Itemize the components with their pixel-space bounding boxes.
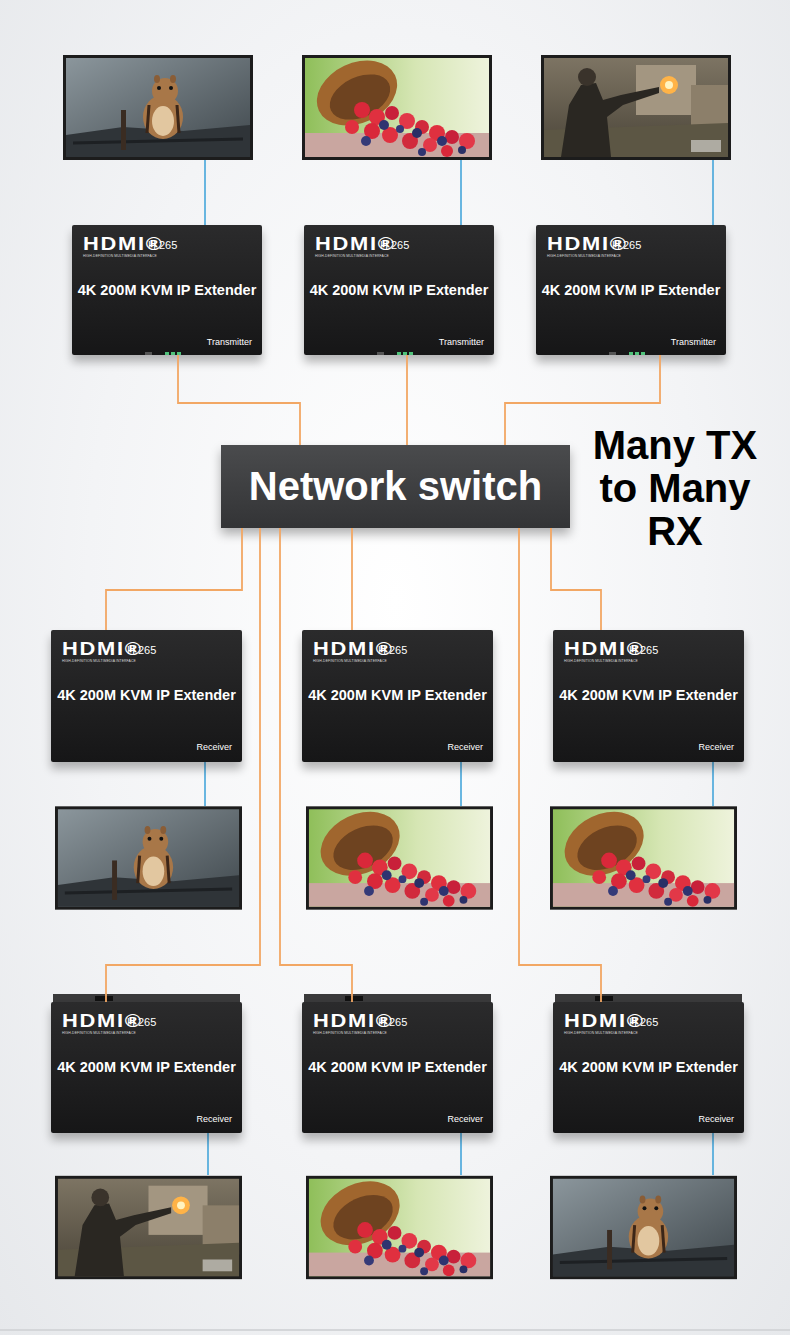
monitor-screen [541,55,731,160]
port [345,996,363,1001]
codec-label: H.265 [127,644,156,656]
codec-label: H.265 [629,644,658,656]
hdmi-cable [712,160,714,225]
codec-label: H.265 [612,239,641,251]
network-cable [351,528,353,630]
hdmi-cable [460,1133,462,1175]
port [95,996,113,1001]
hdmi-cable [712,1133,714,1175]
product-title: 4K 200M KVM IP Extender [302,687,493,703]
product-title: 4K 200M KVM IP Extender [72,282,262,298]
hdmi-cable [204,160,206,225]
product-title: 4K 200M KVM IP Extender [553,687,744,703]
device-role: Receiver [196,742,232,752]
device-role: Receiver [196,1114,232,1124]
brand-subtitle: HIGH-DEFINITION MULTIMEDIA INTERFACE [313,659,387,663]
device-role: Receiver [698,742,734,752]
device-role: Receiver [447,1114,483,1124]
device-role: Receiver [698,1114,734,1124]
product-title: 4K 200M KVM IP Extender [536,282,726,298]
product-title: 4K 200M KVM IP Extender [302,1059,493,1075]
monitor-screen [550,1176,737,1279]
hdmi-cable [460,762,462,806]
extender-box: HDMI®HIGH-DEFINITION MULTIMEDIA INTERFAC… [302,630,493,762]
device-role: Receiver [447,742,483,752]
network-cable [106,528,260,1002]
brand-subtitle: HIGH-DEFINITION MULTIMEDIA INTERFACE [62,659,136,663]
hdmi-cable [712,762,714,806]
monitor-screen [55,1176,242,1279]
network-cable [519,528,601,1002]
codec-label: H.265 [380,239,409,251]
codec-label: H.265 [629,1016,658,1028]
monitor-screen [63,55,253,160]
extender-box: HDMI®HIGH-DEFINITION MULTIMEDIA INTERFAC… [553,1002,744,1133]
bottom-rule [0,1329,790,1331]
network-switch: Network switch [221,445,570,528]
brand-subtitle: HIGH-DEFINITION MULTIMEDIA INTERFACE [313,1031,387,1035]
switch-label: Network switch [249,464,542,509]
brand-subtitle: HIGH-DEFINITION MULTIMEDIA INTERFACE [547,254,621,258]
extender-box: HDMI®HIGH-DEFINITION MULTIMEDIA INTERFAC… [553,630,744,762]
product-title: 4K 200M KVM IP Extender [51,1059,242,1075]
headline-note: Many TX to Many RX [578,424,772,553]
hdmi-cable [207,1133,209,1175]
codec-label: H.265 [378,1016,407,1028]
codec-label: H.265 [148,239,177,251]
monitor-screen [55,806,242,909]
monitor-screen [550,799,737,909]
device-role: Transmitter [207,337,252,347]
product-title: 4K 200M KVM IP Extender [304,282,494,298]
brand-subtitle: HIGH-DEFINITION MULTIMEDIA INTERFACE [315,254,389,258]
port [595,996,613,1001]
extender-box: HDMI®HIGH-DEFINITION MULTIMEDIA INTERFAC… [72,225,262,355]
monitor-screen [306,1169,493,1279]
monitor-screen [302,48,492,160]
network-cable [178,355,300,445]
network-cable [551,528,601,630]
hdmi-cable [460,160,462,225]
brand-subtitle: HIGH-DEFINITION MULTIMEDIA INTERFACE [564,1031,638,1035]
codec-label: H.265 [378,644,407,656]
extender-box: HDMI®HIGH-DEFINITION MULTIMEDIA INTERFAC… [51,630,242,762]
product-title: 4K 200M KVM IP Extender [51,687,242,703]
extender-box: HDMI®HIGH-DEFINITION MULTIMEDIA INTERFAC… [51,1002,242,1133]
brand-subtitle: HIGH-DEFINITION MULTIMEDIA INTERFACE [83,254,157,258]
hdmi-cable [204,762,206,806]
network-cable [406,355,408,445]
codec-label: H.265 [127,1016,156,1028]
extender-box: HDMI®HIGH-DEFINITION MULTIMEDIA INTERFAC… [536,225,726,355]
monitor-screen [306,799,493,909]
network-cable [280,528,352,1002]
extender-box: HDMI®HIGH-DEFINITION MULTIMEDIA INTERFAC… [302,1002,493,1133]
brand-subtitle: HIGH-DEFINITION MULTIMEDIA INTERFACE [564,659,638,663]
network-cable [106,528,242,630]
extender-box: HDMI®HIGH-DEFINITION MULTIMEDIA INTERFAC… [304,225,494,355]
product-title: 4K 200M KVM IP Extender [553,1059,744,1075]
device-role: Transmitter [439,337,484,347]
brand-subtitle: HIGH-DEFINITION MULTIMEDIA INTERFACE [62,1031,136,1035]
device-role: Transmitter [671,337,716,347]
